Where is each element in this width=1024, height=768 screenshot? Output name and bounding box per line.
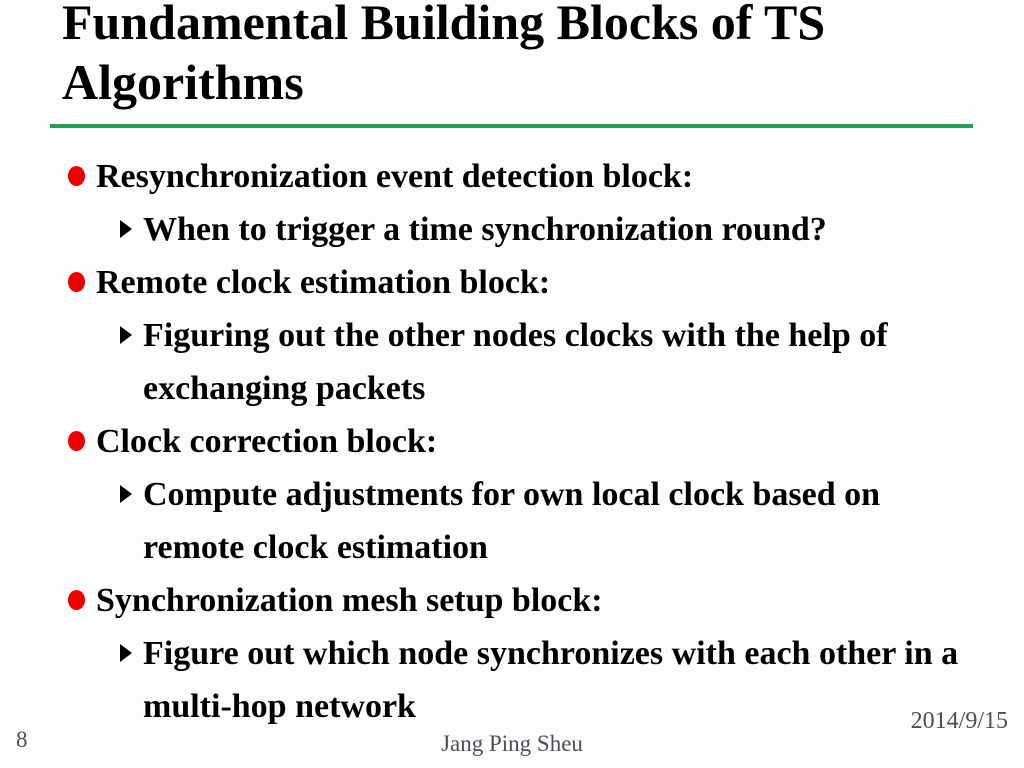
sub-bullet-item: When to trigger a time synchronization r…: [66, 203, 980, 256]
bullet-label: Clock correction block:: [96, 423, 438, 460]
red-dot-bullet-icon: [68, 166, 85, 186]
sub-bullet-label: When to trigger a time synchronization r…: [143, 211, 827, 248]
bullet-label: Resynchronization event detection block:: [96, 158, 694, 195]
red-dot-bullet-icon: [68, 590, 85, 610]
slide-title: Fundamental Building Blocks of TS Algori…: [62, 0, 982, 112]
footer-author: Jang Ping Sheu: [441, 731, 583, 756]
bullet-label: Synchronization mesh setup block:: [96, 582, 603, 619]
page-number: 8: [16, 727, 28, 752]
sub-bullet-item: Compute adjustments for own local clock …: [66, 468, 980, 574]
bullet-label: Remote clock estimation block:: [96, 264, 551, 301]
triangle-bullet-icon: [120, 326, 132, 344]
bullet-item: Resynchronization event detection block:: [66, 150, 980, 203]
footer-date: 2014/9/15: [910, 708, 1008, 734]
bullet-item: Remote clock estimation block:: [66, 256, 980, 309]
sub-bullet-item: Figuring out the other nodes clocks with…: [66, 309, 980, 415]
triangle-bullet-icon: [120, 644, 132, 662]
red-dot-bullet-icon: [68, 431, 85, 451]
triangle-bullet-icon: [120, 220, 132, 238]
sub-bullet-item: Figure out which node synchronizes with …: [66, 627, 980, 733]
bullet-item: Clock correction block:: [66, 415, 980, 468]
sub-bullet-label: Figuring out the other nodes clocks with…: [143, 317, 888, 407]
bullet-list: Resynchronization event detection block:…: [66, 150, 980, 733]
bullet-item: Synchronization mesh setup block:: [66, 574, 980, 627]
sub-bullet-label: Figure out which node synchronizes with …: [143, 635, 959, 725]
slide-title-line-2: Algorithms: [62, 54, 304, 110]
slide-title-line-1: Fundamental Building Blocks of TS: [62, 0, 826, 50]
triangle-bullet-icon: [120, 485, 132, 503]
sub-bullet-label: Compute adjustments for own local clock …: [143, 476, 881, 566]
title-divider-line: [50, 124, 973, 128]
red-dot-bullet-icon: [68, 272, 85, 292]
